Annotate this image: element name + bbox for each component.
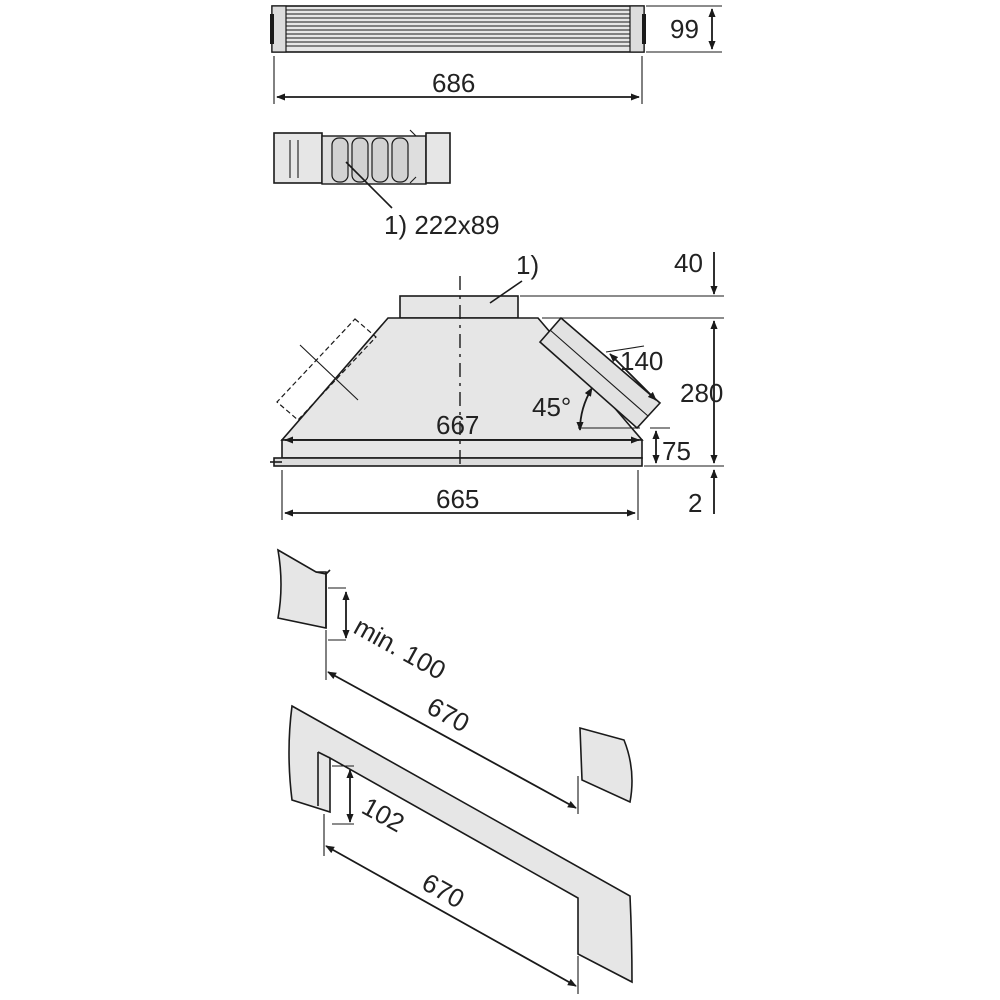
grease-filter-drawing [270, 5, 646, 53]
cutout-width-1-dimension: 670 [325, 630, 579, 814]
angle-dimension: 45° [532, 387, 640, 431]
outlet-height-label: 40 [674, 248, 703, 278]
filter-height-dimension: 99 [646, 5, 722, 53]
cutout-width-1-label: 670 [422, 691, 474, 738]
filter-width-label: 686 [432, 68, 475, 98]
outlet-callout: 1) [489, 250, 539, 304]
hood-body-drawing [270, 276, 662, 470]
outlet-adapter-drawing [273, 129, 451, 209]
cutout-width-2-dimension: 670 [323, 814, 579, 994]
lower-height-label: 75 [662, 436, 691, 466]
cutout-min-dimension: min. 100 [328, 587, 451, 686]
hood-height-label: 280 [680, 378, 723, 408]
outlet-callout-label: 1) [516, 250, 539, 280]
angle-label: 45° [532, 392, 571, 422]
cutout-min-label: min. 100 [349, 611, 451, 686]
outer-width-label: 665 [436, 484, 479, 514]
inner-width-label: 667 [436, 410, 479, 440]
outer-width-dimension: 665 [281, 470, 639, 520]
adapter-callout-label: 1) 222x89 [384, 210, 500, 240]
hood-right-dimensions: 40 280 75 2 [520, 248, 724, 518]
cutout-width-2-label: 670 [417, 867, 469, 914]
side-outlet-dimension: 140 [605, 345, 663, 401]
inner-width-dimension: 667 [284, 410, 640, 444]
filter-height-label: 99 [670, 14, 699, 44]
filter-width-dimension: 686 [273, 56, 643, 104]
rim-label: 2 [688, 488, 702, 518]
side-outlet-label: 140 [620, 346, 663, 376]
cabinet-cutout-drawing [276, 548, 633, 984]
